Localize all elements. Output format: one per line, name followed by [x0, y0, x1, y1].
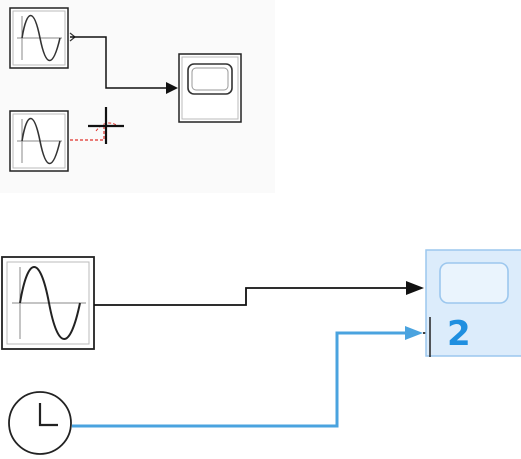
sine-wave-block-2-inner [12, 113, 66, 169]
scope-block-top-inner [181, 56, 239, 120]
sine-wave-block-1-inner [12, 10, 66, 66]
top-diagram-svg [9, 7, 242, 172]
crosshair-cursor-icon [88, 107, 124, 144]
scope-screen-icon [187, 63, 233, 95]
sine-wave-block-inner [6, 261, 90, 345]
signal-line-sine-to-scope[interactable] [94, 287, 408, 306]
arrowhead-icon [406, 281, 424, 295]
scope-block-bottom[interactable] [425, 249, 521, 357]
scope-screen-icon [439, 262, 509, 304]
pending-connection-curve [95, 122, 119, 132]
signal-line-sine1-to-scope[interactable] [70, 36, 168, 89]
signal-line-clock-to-scope[interactable] [72, 331, 410, 428]
sine-wave-icon [17, 14, 62, 62]
arrowhead-blue-icon [405, 326, 423, 340]
new-input-port-number: 2 [447, 314, 471, 354]
pending-connection-line[interactable] [70, 125, 105, 141]
clock-block[interactable] [8, 391, 72, 455]
arrowhead-icon [166, 82, 178, 94]
scope-screen-inner [191, 67, 229, 91]
clock-hands-icon [38, 403, 58, 427]
sine-wave-icon [17, 117, 62, 165]
sine-wave-block[interactable] [1, 256, 95, 350]
top-model-canvas[interactable] [0, 0, 275, 193]
bottom-model-canvas[interactable]: 2 [0, 225, 521, 459]
sine-wave-block-1[interactable] [9, 7, 69, 69]
bottom-diagram-svg [1, 249, 521, 455]
sine-wave-icon [12, 266, 86, 340]
sine-wave-block-2[interactable] [9, 110, 69, 172]
scope-block-top[interactable] [178, 53, 242, 123]
